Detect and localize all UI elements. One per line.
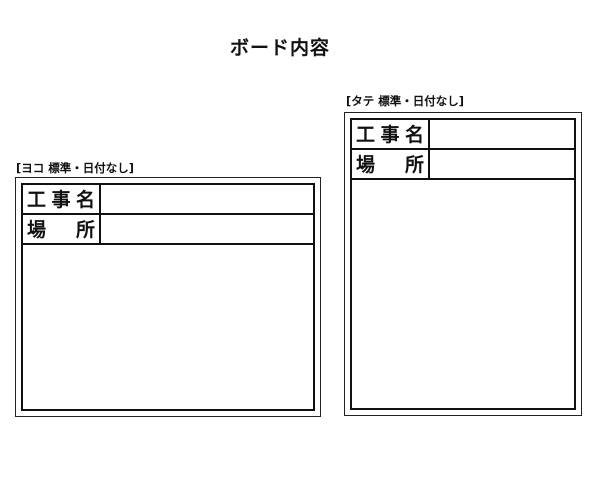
- label-char: 事: [51, 189, 71, 211]
- field-value-location: [430, 150, 574, 178]
- field-value-project-name: [101, 185, 313, 213]
- label-char: 所: [75, 219, 95, 241]
- field-label-cell: 工 事 名: [23, 185, 101, 213]
- field-value-location: [101, 215, 313, 243]
- page-title: ボード内容: [229, 37, 330, 59]
- field-label-location: 場 所: [356, 153, 424, 177]
- label-char: 名: [404, 124, 424, 146]
- label-char: 名: [75, 189, 95, 211]
- field-label-project-name: 工 事 名: [356, 123, 424, 147]
- field-label-location: 場 所: [27, 218, 95, 242]
- field-row-location: 場 所: [352, 150, 574, 180]
- horizontal-board: 工 事 名 場 所: [15, 177, 321, 417]
- field-row-project-name: 工 事 名: [352, 120, 574, 150]
- label-char: 工: [27, 189, 47, 211]
- field-row-project-name: 工 事 名: [23, 185, 313, 215]
- field-value-project-name: [430, 120, 574, 148]
- field-label-cell: 場 所: [23, 215, 101, 243]
- field-label-cell: 工 事 名: [352, 120, 430, 148]
- label-char: 所: [404, 154, 424, 176]
- caption-vertical-board: [タテ 標準・日付なし]: [346, 94, 465, 108]
- caption-horizontal-board: [ヨコ 標準・日付なし]: [16, 161, 135, 175]
- field-label-project-name: 工 事 名: [27, 188, 95, 212]
- label-char: 場: [27, 219, 47, 241]
- board-frame: 工 事 名 場 所: [21, 183, 315, 411]
- field-row-location: 場 所: [23, 215, 313, 245]
- label-char: 事: [380, 124, 400, 146]
- vertical-board: 工 事 名 場 所: [344, 112, 582, 416]
- label-char: 場: [356, 154, 376, 176]
- board-frame: 工 事 名 場 所: [350, 118, 576, 410]
- field-label-cell: 場 所: [352, 150, 430, 178]
- label-char: 工: [356, 124, 376, 146]
